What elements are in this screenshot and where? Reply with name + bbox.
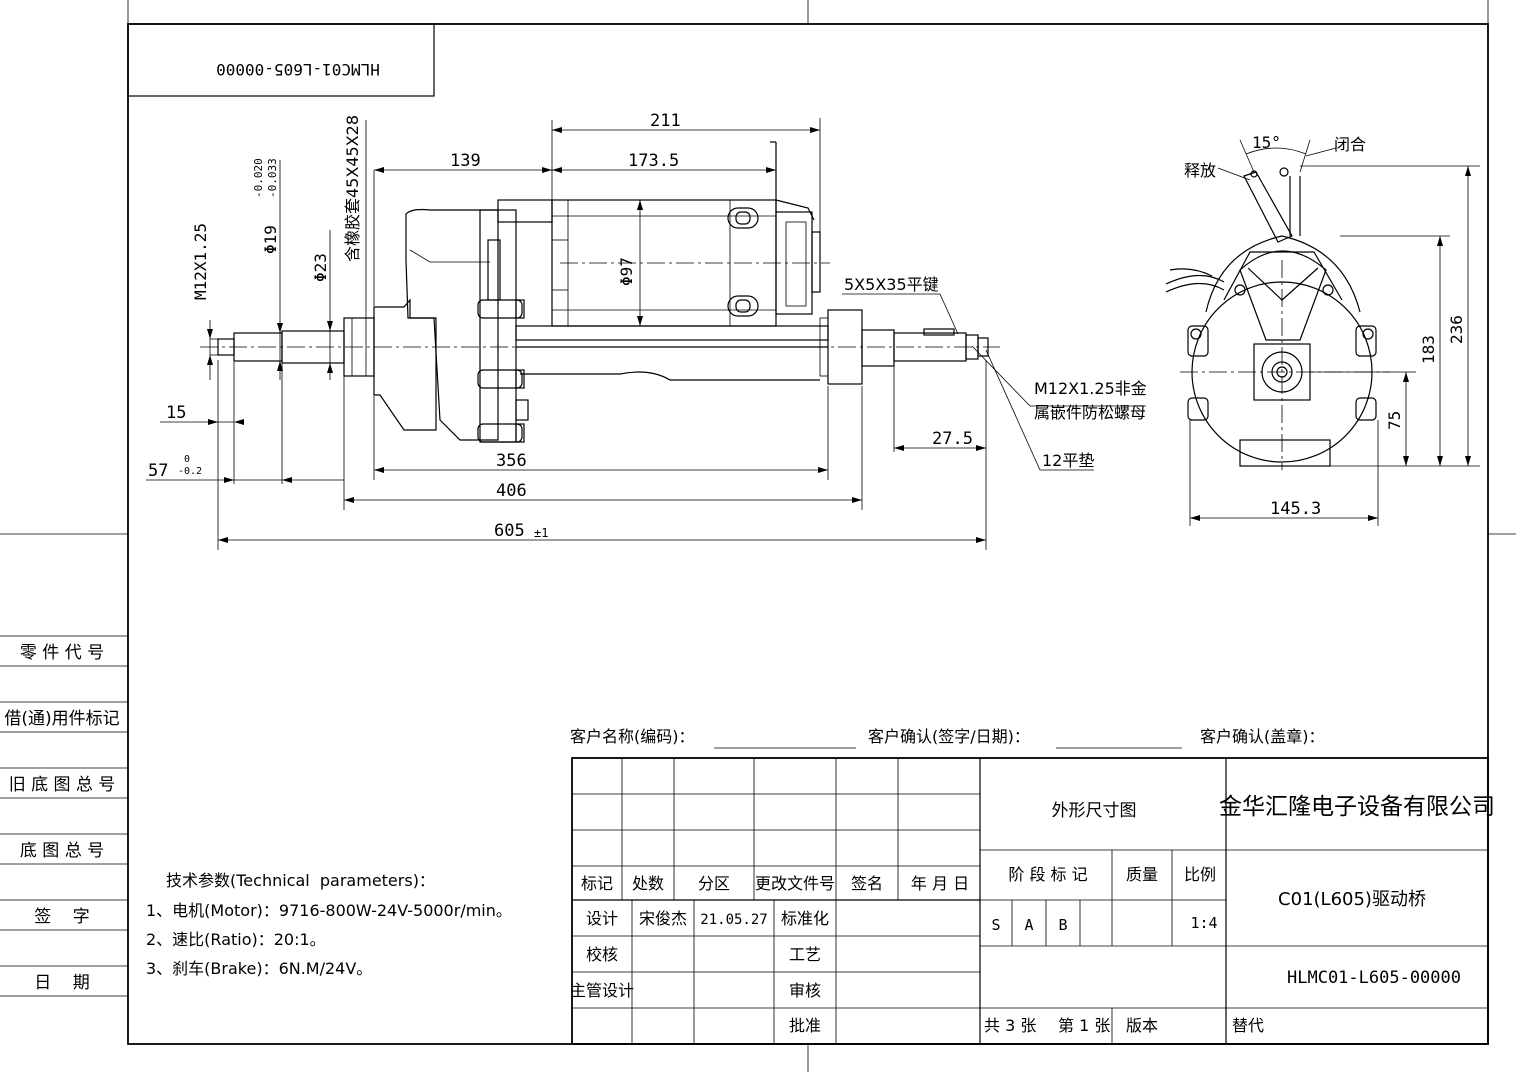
dim-173-5: 173.5	[628, 151, 679, 171]
dim-356: 356	[496, 451, 527, 471]
tech-line-brake: 3、刹车(Brake)：6N.M/24V。	[146, 959, 372, 978]
tb-review: 审核	[789, 981, 821, 1000]
tb-stage-b: B	[1058, 916, 1067, 934]
note-key: 5X5X35平键	[844, 275, 939, 294]
tb-col-count: 处数	[632, 874, 664, 893]
drawing-code-box: HLMC01-L605-00000	[127, 23, 435, 97]
tb-design: 设计	[586, 909, 618, 928]
customer-confirm-sign-label: 客户确认(签字/日期)：	[868, 727, 1030, 746]
dim-57: 57	[148, 461, 168, 481]
tb-drawing-type: 外形尺寸图	[1052, 801, 1137, 821]
tb-scale: 比例	[1184, 865, 1216, 884]
dim-angle-15: 15°	[1252, 133, 1281, 152]
tb-mass: 质量	[1126, 865, 1158, 884]
left-side-block: 零 件 代 号 借(通)用件标记 旧 底 图 总 号 底 图 总 号 签 字 日…	[0, 635, 128, 997]
dim-phi23: Φ23	[311, 253, 330, 282]
tech-line-motor: 1、电机(Motor)：9716-800W-24V-5000r/min。	[146, 901, 512, 920]
tb-col-sign: 签名	[851, 874, 883, 893]
drawing-code-text: HLMC01-L605-00000	[216, 60, 380, 79]
tb-sheet-no: 第 1 张	[1058, 1016, 1110, 1035]
tb-scale-value: 1:4	[1190, 914, 1217, 932]
tb-version: 版本	[1126, 1016, 1158, 1035]
tb-chief: 主管设计	[570, 981, 634, 1000]
side-label-base-total: 底 图 总 号	[20, 841, 104, 861]
tb-part-name: C01(L605)驱动桥	[1278, 889, 1426, 910]
dim-phi19: Φ19	[261, 225, 280, 254]
dim-phi97: Φ97	[617, 257, 636, 286]
dim-139: 139	[450, 151, 481, 171]
note-washer: 12平垫	[1042, 451, 1094, 470]
side-label-date: 日 期	[34, 973, 90, 993]
tb-sheets-total: 共 3 张	[984, 1016, 1036, 1035]
tb-design-date: 21.05.27	[700, 912, 767, 928]
front-view-dimensions: 211 139 173.5 M12X1.25 Φ19 -0.020 -0.033…	[146, 111, 1147, 550]
tb-check: 校核	[586, 945, 618, 964]
tb-part-code: HLMC01-L605-00000	[1287, 968, 1461, 988]
tb-col-date: 年 月 日	[911, 874, 969, 893]
tb-stage-s: S	[991, 916, 1000, 934]
dim-phi19-tol-lo: -0.033	[266, 158, 279, 198]
dim-15: 15	[166, 403, 186, 423]
tb-standardize: 标准化	[781, 909, 829, 928]
dim-406: 406	[496, 481, 527, 501]
technical-parameters: 技术参数(Technical parameters)： 1、电机(Motor)：…	[146, 871, 512, 978]
side-label-borrowed: 借(通)用件标记	[4, 709, 119, 729]
dim-27-5: 27.5	[932, 429, 973, 449]
dim-605: 605	[494, 521, 525, 541]
dim-145-3: 145.3	[1270, 499, 1321, 519]
side-label-old-base: 旧 底 图 总 号	[9, 775, 116, 795]
dim-phi19-tol-up: -0.020	[252, 158, 265, 198]
customer-confirm-seal-label: 客户确认(盖章)：	[1200, 727, 1325, 746]
dim-57-tol-up: 0	[184, 454, 190, 465]
front-view-drive-axle	[200, 141, 1000, 443]
tech-title: 技术参数(Technical parameters)：	[166, 871, 435, 890]
dim-605-tol: ±1	[534, 526, 548, 540]
tb-col-zone: 分区	[698, 874, 730, 893]
title-block: 标记 处数 分区 更改文件号 签名 年 月 日 设计 宋俊杰 21.05.27 …	[570, 757, 1495, 1045]
tech-line-ratio: 2、速比(Ratio)：20:1。	[146, 930, 326, 949]
note-nut-line2: 属嵌件防松螺母	[1034, 403, 1146, 422]
tb-col-mark: 标记	[581, 874, 613, 893]
customer-confirmation: 客户名称(编码)： 客户确认(签字/日期)： 客户确认(盖章)：	[570, 727, 1325, 749]
label-release: 释放	[1184, 161, 1216, 180]
dim-m12: M12X1.25	[191, 223, 210, 300]
side-label-part-code: 零 件 代 号	[20, 643, 104, 663]
side-label-signature: 签 字	[34, 907, 90, 927]
customer-name-label: 客户名称(编码)：	[570, 727, 695, 746]
note-rubber-sleeve: 含橡胶套45X45X28	[343, 115, 362, 262]
tb-replace: 替代	[1232, 1016, 1264, 1035]
dim-183: 183	[1419, 335, 1438, 364]
dim-211: 211	[650, 111, 681, 131]
dim-236: 236	[1447, 315, 1466, 344]
tb-company: 金华汇隆电子设备有限公司	[1219, 794, 1495, 820]
label-close: 闭合	[1334, 135, 1366, 154]
tb-designer: 宋俊杰	[639, 909, 687, 928]
side-view: 15° 释放 闭合 236 183 75 145.3	[1165, 133, 1480, 526]
tb-stage-mark: 阶 段 标 记	[1008, 865, 1087, 884]
tb-col-doc: 更改文件号	[755, 874, 835, 893]
dim-57-tol-lo: -0.2	[178, 466, 202, 477]
note-nut-line1: M12X1.25非金	[1034, 379, 1147, 398]
dim-75: 75	[1385, 411, 1404, 430]
tb-stage-a: A	[1024, 916, 1033, 934]
tb-process: 工艺	[789, 945, 821, 964]
tb-approve: 批准	[789, 1016, 821, 1035]
